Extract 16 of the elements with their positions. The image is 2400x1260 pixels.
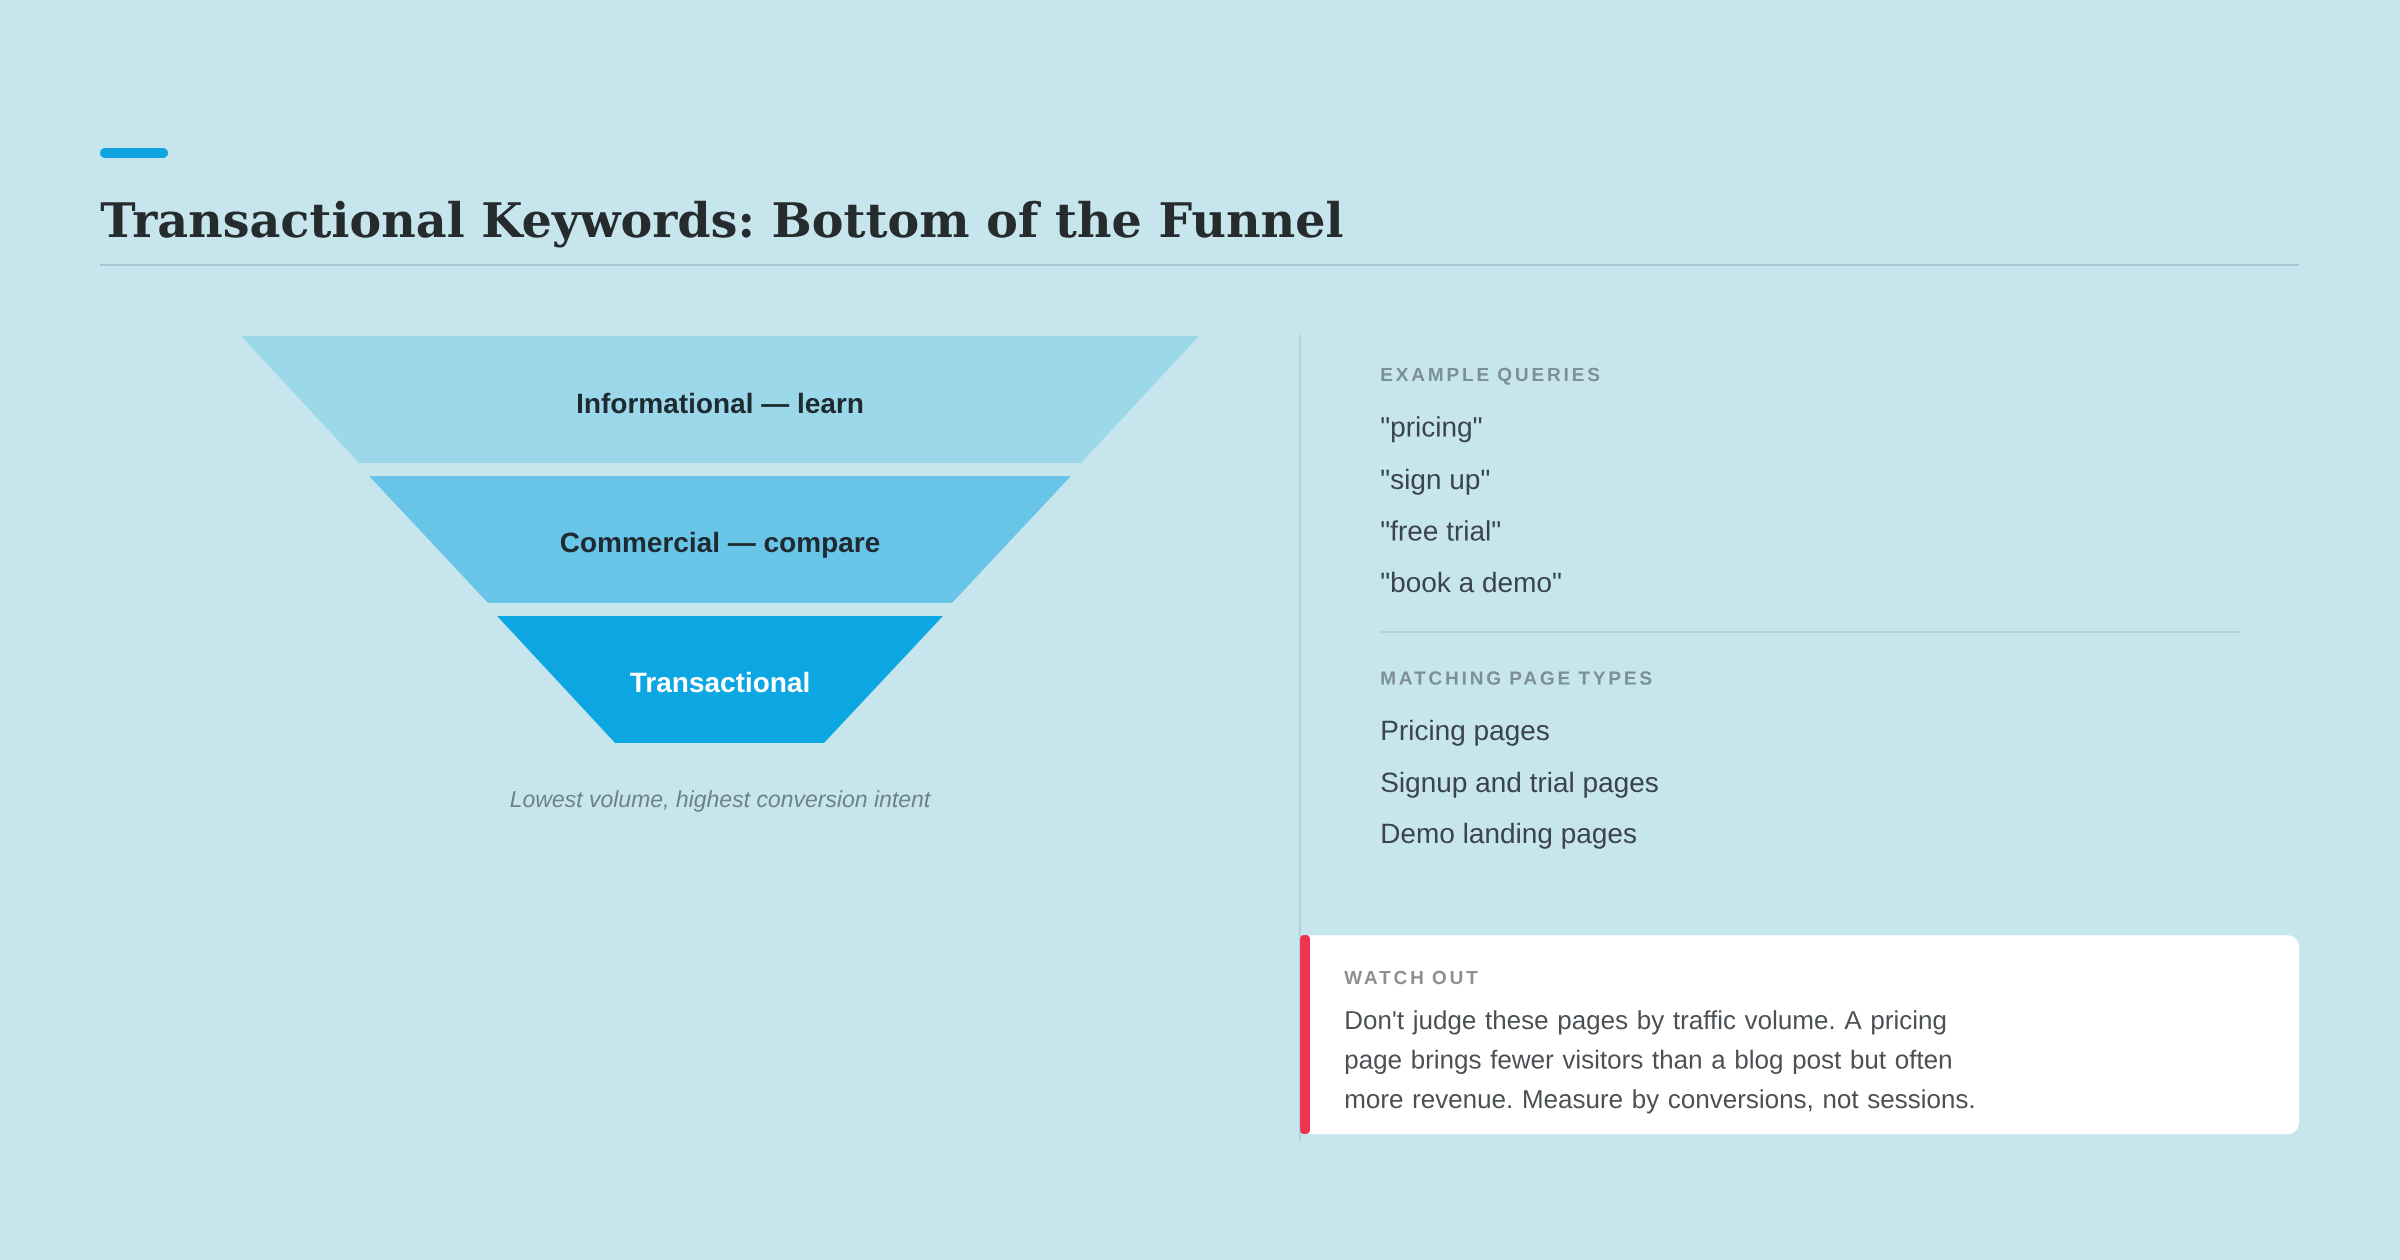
list-item: "book a demo" (1381, 571, 1561, 593)
funnel-segment: Commercial — compare (369, 476, 1071, 603)
list-item: "sign up" (1381, 468, 1490, 495)
list-item: Pricing pages (1382, 719, 1549, 746)
list-item: "free trial" (1381, 520, 1500, 541)
funnel-segment: Transactional (497, 616, 943, 743)
section-heading: MATCHING PAGE TYPES (1381, 671, 1652, 685)
section-heading: EXAMPLE QUERIES (1381, 367, 1600, 385)
funnel-segment: Informational — learn (241, 336, 1199, 463)
callout-text: Don't judge these pages by traffic volume. A pricing page brings fewer visitors than a blog post but often more revenue. Measure by conversions, not sessions. (1345, 1010, 1974, 1114)
list-item: Demo landing pages (1382, 822, 1636, 849)
list-item: "pricing" (1381, 416, 1482, 443)
list-item: Signup and trial pages (1381, 771, 1658, 798)
title: Transactional Keywords: Bottom of the Funnel (100, 200, 1343, 248)
note: Lowest volume, highest conversion intent (510, 790, 932, 812)
callout-heading: WATCH OUT (1344, 970, 1478, 985)
